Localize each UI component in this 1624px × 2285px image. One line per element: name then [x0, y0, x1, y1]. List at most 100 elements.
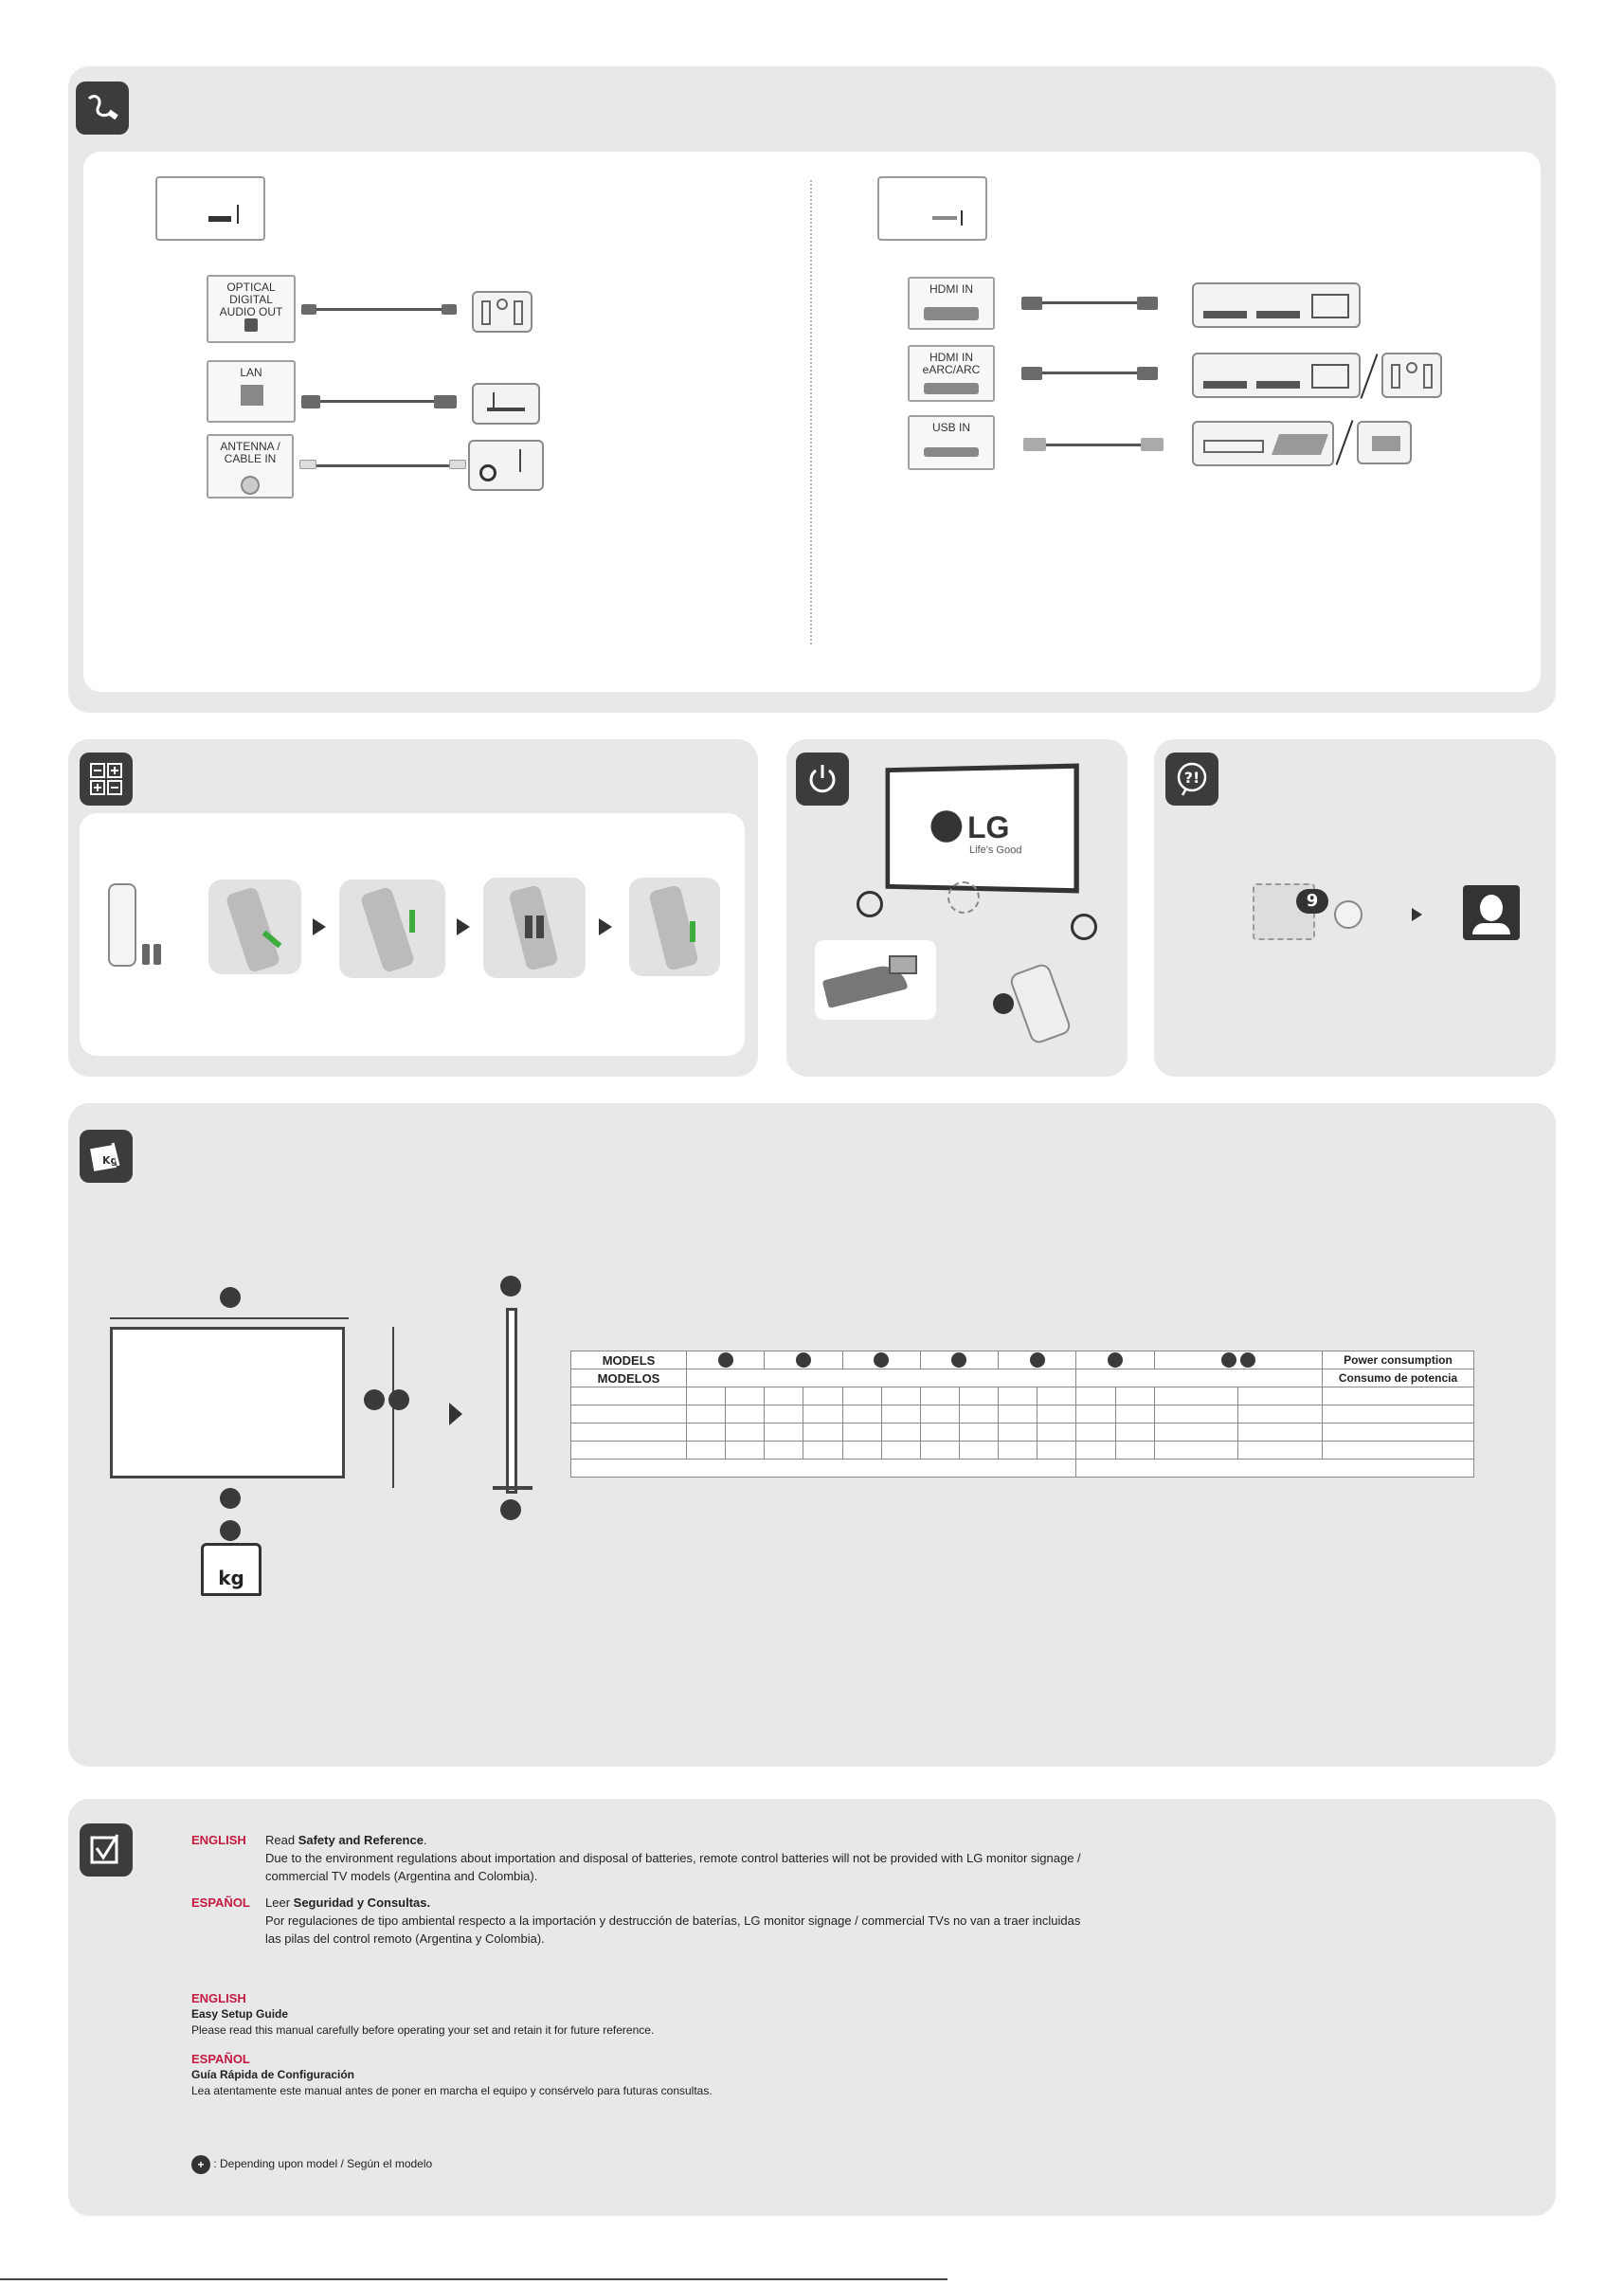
cable-icon: [76, 82, 129, 135]
stand-width-marker: [220, 1488, 241, 1509]
lan-cable: [320, 400, 434, 403]
help-arrow: [1412, 908, 1422, 921]
battery-note-en-2: commercial TV models (Argentina and Colo…: [265, 1869, 538, 1883]
divider: [810, 180, 812, 644]
arc-player-devices: [1192, 353, 1361, 398]
player-devices: [1192, 282, 1361, 328]
guide-lang-en: ENGLISH: [191, 1991, 246, 2005]
connections-area: OPTICAL DIGITAL AUDIO OUT LAN ANTENNA / …: [83, 152, 1541, 692]
battery-panel: [68, 739, 758, 1077]
optical-port: OPTICAL DIGITAL AUDIO OUT: [207, 275, 296, 343]
router-device: [472, 383, 540, 425]
power-header: Power consumption: [1322, 1351, 1474, 1369]
usb-port: USB IN: [908, 415, 995, 470]
remote-power: [1007, 961, 1074, 1046]
footnote: + : Depending upon model / Según el mode…: [191, 2155, 432, 2174]
stand-side: [493, 1486, 532, 1490]
help-panel: ?! 9: [1154, 739, 1556, 1077]
optical-label: OPTICAL DIGITAL AUDIO OUT: [219, 281, 283, 318]
read-prefix: Read: [265, 1833, 296, 1847]
antenna-cable: [316, 464, 449, 467]
usb-storage-devices: [1192, 421, 1334, 466]
lan-label: LAN: [240, 366, 262, 379]
usb-stick-device: [1357, 421, 1412, 464]
battery-note-es-1: Por regulaciones de tipo ambiental respe…: [265, 1913, 1081, 1928]
height-marker-2: [388, 1389, 409, 1410]
power-header-es: Consumo de potencia: [1322, 1369, 1474, 1387]
svg-text:?!: ?!: [1184, 769, 1200, 787]
tv-back-view-right: [877, 176, 987, 241]
guide-lang-es: ESPAÑOL: [191, 2052, 250, 2066]
guide-spanish-block: ESPAÑOL Guía Rápida de Configuración Lea…: [191, 2051, 1044, 2099]
battery-step-1: [208, 880, 301, 974]
hdmi-cable: [1042, 301, 1137, 304]
depth-marker-bottom: [500, 1499, 521, 1520]
battery-icon: [80, 753, 133, 806]
hand-press-inset: [815, 940, 936, 1020]
weight-dimension-icon: Kg: [80, 1130, 133, 1183]
table-row: [570, 1387, 1474, 1405]
table-row: [570, 1405, 1474, 1424]
remote-with-batteries: [108, 883, 136, 967]
tv-side-outline: [506, 1308, 517, 1494]
digit-text: 9: [1306, 891, 1319, 911]
dimensions-panel: Kg kg MODELS Power consumption MODELOS: [68, 1103, 1556, 1767]
rotate-arrow: [449, 1403, 462, 1425]
power-button-highlight: [947, 881, 980, 914]
hdmi-arc-cable: [1042, 372, 1137, 374]
models-header: MODELS: [570, 1351, 687, 1369]
bottom-rule: [0, 2278, 947, 2280]
antenna-port: ANTENNA / CABLE IN: [207, 434, 294, 499]
depth-marker-top: [500, 1276, 521, 1297]
safety-title-es: Seguridad y Consultas.: [293, 1895, 431, 1910]
table-row: [570, 1441, 1474, 1460]
weight-marker: [220, 1520, 241, 1541]
help-icon: ?!: [1165, 753, 1218, 806]
speaker-off-icon-left: [857, 891, 883, 917]
usb-cable: [1046, 444, 1141, 446]
step-arrow: [599, 918, 612, 935]
lang-english: ENGLISH: [191, 1833, 246, 1847]
guide-text-en: Please read this manual carefully before…: [191, 2023, 655, 2037]
antenna-wall-device: [468, 440, 544, 491]
weight-scale-icon: kg: [201, 1543, 262, 1596]
battery-step-2: [339, 880, 445, 978]
models-header-es: MODELOS: [570, 1369, 687, 1387]
connections-panel: OPTICAL DIGITAL AUDIO OUT LAN ANTENNA / …: [68, 66, 1556, 713]
guide-text-es: Lea atentamente este manual antes de pon…: [191, 2084, 713, 2097]
table-row: [569, 1459, 1474, 1478]
width-dimension-line: [110, 1317, 349, 1319]
battery-step-3: [483, 878, 586, 978]
guide-title-en: Easy Setup Guide: [191, 2007, 289, 2021]
audio-system-device: [472, 291, 532, 333]
tv-front: LG Life's Good: [885, 763, 1079, 894]
guide-english-block: ENGLISH Easy Setup Guide Please read thi…: [191, 1990, 1044, 2039]
arc-audio-device: [1381, 353, 1442, 398]
step-arrow: [313, 918, 326, 935]
table-row: MODELOS Consumo de potencia: [570, 1369, 1474, 1387]
hdmi-arc-port: HDMI IN eARC/ARC: [908, 345, 995, 402]
hdmi-label: HDMI IN: [929, 282, 973, 296]
speaker-off-icon-right: [1071, 914, 1097, 940]
lang-spanish: ESPAÑOL: [191, 1895, 250, 1910]
lan-port: LAN: [207, 360, 296, 423]
power-icon: [796, 753, 849, 806]
width-marker: [220, 1287, 241, 1308]
hdmi-port: HDMI IN: [908, 277, 995, 330]
power-panel: LG Life's Good: [786, 739, 1128, 1077]
antenna-label: ANTENNA / CABLE IN: [220, 440, 280, 465]
spec-table: MODELS Power consumption MODELOS Consumo…: [569, 1351, 1474, 1478]
height-marker: [364, 1389, 385, 1410]
weight-unit: kg: [218, 1567, 244, 1589]
safety-title: Safety and Reference: [298, 1833, 424, 1847]
tv-back-view-left: [155, 176, 265, 241]
battery-step-4: [629, 878, 720, 976]
step-arrow: [457, 918, 470, 935]
optical-cable: [316, 308, 442, 311]
guide-title-es: Guía Rápida de Configuración: [191, 2068, 355, 2081]
battery-steps-area: [80, 813, 745, 1056]
footnote-text: : Depending upon model / Según el modelo: [213, 2157, 433, 2171]
